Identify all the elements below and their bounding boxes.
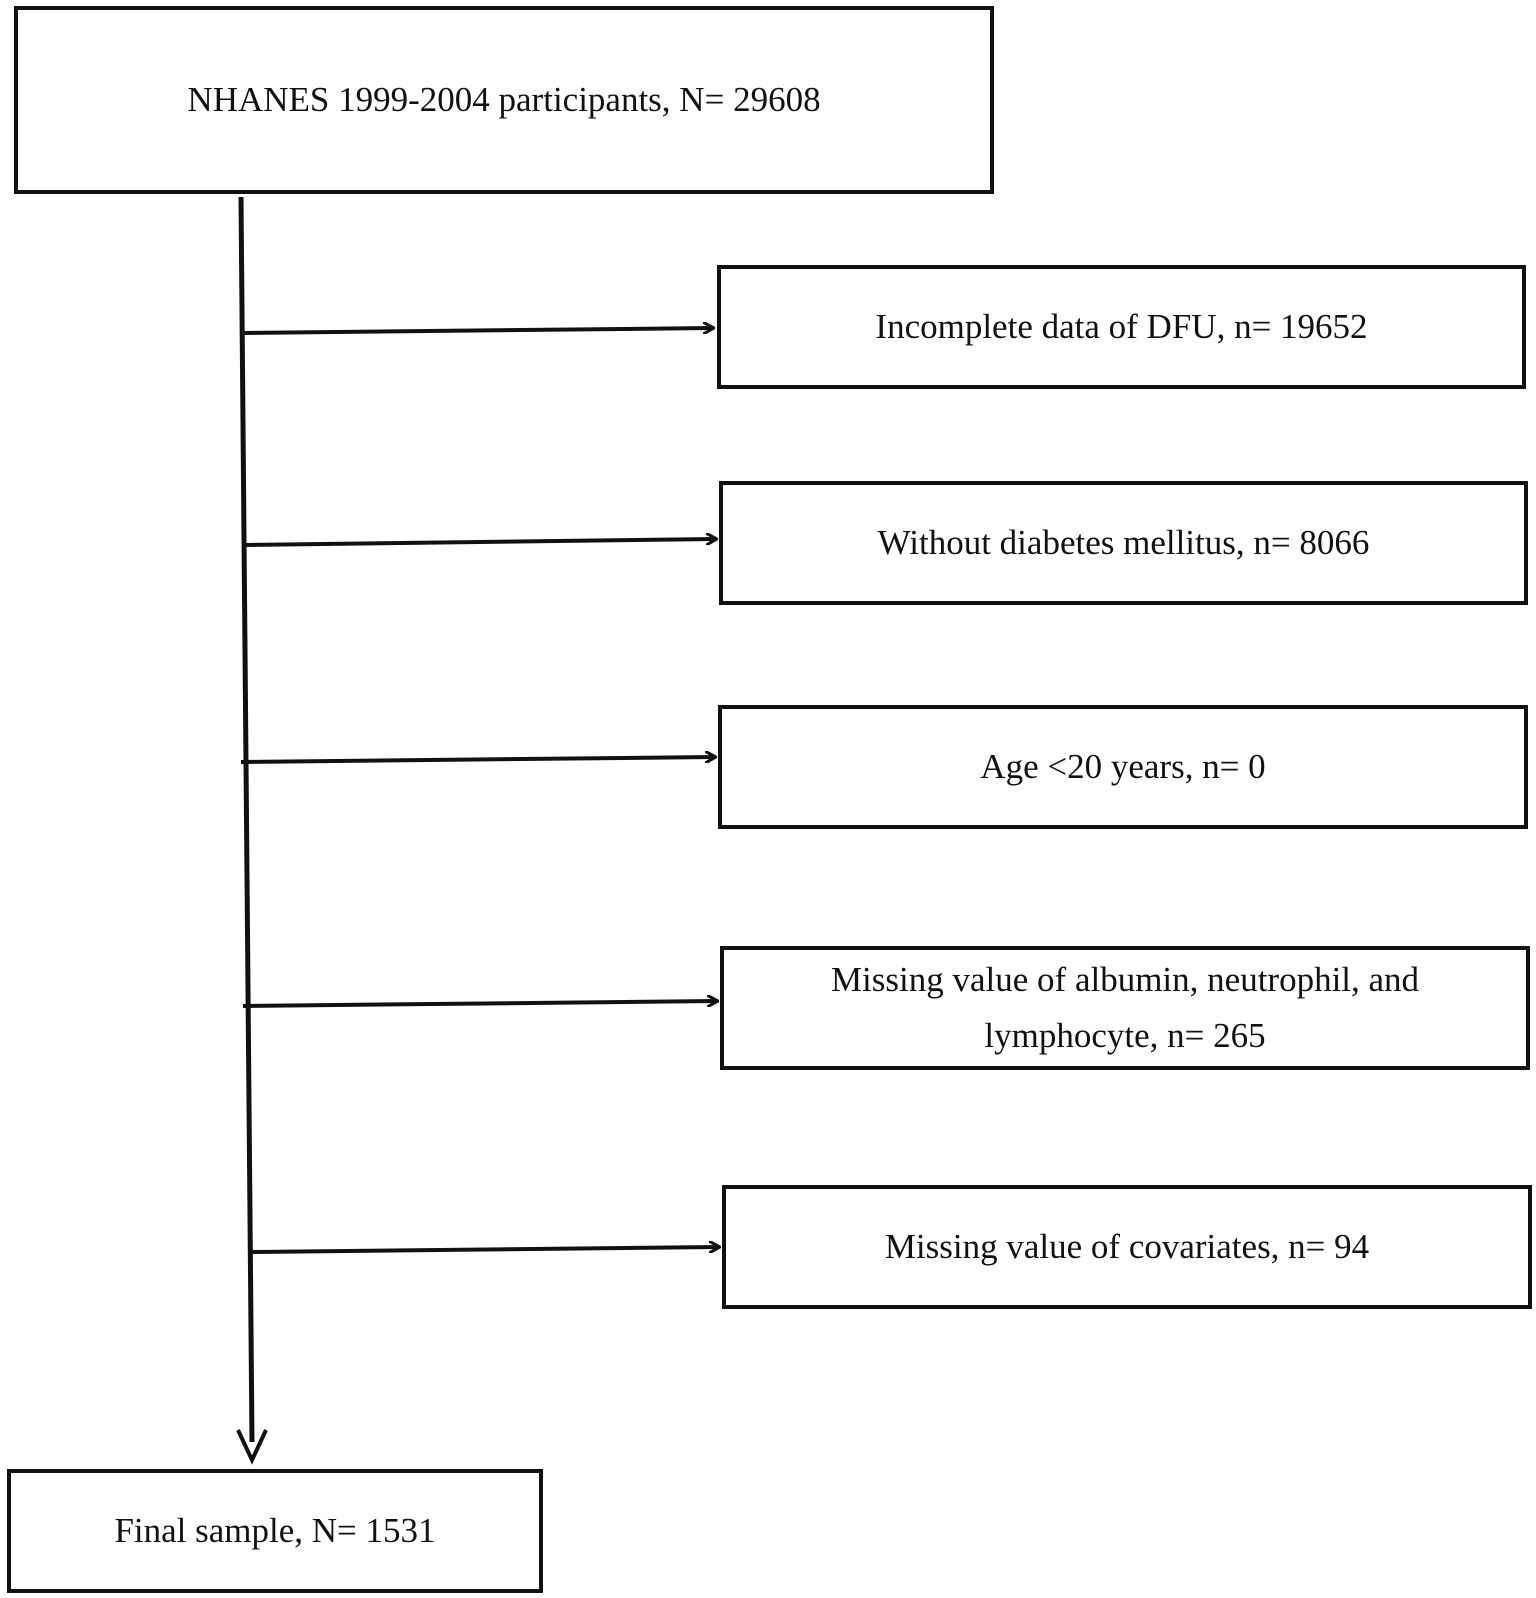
exclusion-box-incomplete-dfu: Incomplete data of DFU, n= 19652 [717, 265, 1526, 389]
main-flow-arrowhead [236, 1429, 268, 1465]
start-box: NHANES 1999-2004 participants, N= 29608 [14, 6, 994, 194]
final-sample-label: Final sample, N= 1531 [114, 1511, 436, 1550]
exclusion-box-without-diabetes: Without diabetes mellitus, n= 8066 [719, 481, 1528, 605]
final-sample-box: Final sample, N= 1531 [7, 1469, 543, 1593]
exclusion-label: Missing value of covariates, n= 94 [884, 1227, 1370, 1266]
branch-arrow-1 [243, 328, 713, 335]
exclusion-box-missing-albumin: Missing value of albumin, neutrophil, an… [720, 946, 1530, 1070]
branch-arrow-4 [242, 1001, 717, 1008]
start-box-label: NHANES 1999-2004 participants, N= 29608 [187, 80, 821, 119]
branch-arrow-2 [243, 539, 716, 547]
exclusion-box-age: Age <20 years, n= 0 [718, 705, 1528, 829]
exclusion-label: Incomplete data of DFU, n= 19652 [875, 307, 1368, 346]
branch-arrow-3 [240, 757, 715, 764]
branch-arrow-5 [251, 1247, 719, 1254]
exclusion-label: Age <20 years, n= 0 [980, 747, 1266, 786]
exclusion-label: Without diabetes mellitus, n= 8066 [877, 523, 1370, 562]
exclusion-box-missing-covariates: Missing value of covariates, n= 94 [722, 1185, 1532, 1309]
main-flow-line [238, 196, 255, 1443]
exclusion-label: Missing value of albumin, neutrophil, an… [830, 960, 1420, 1055]
